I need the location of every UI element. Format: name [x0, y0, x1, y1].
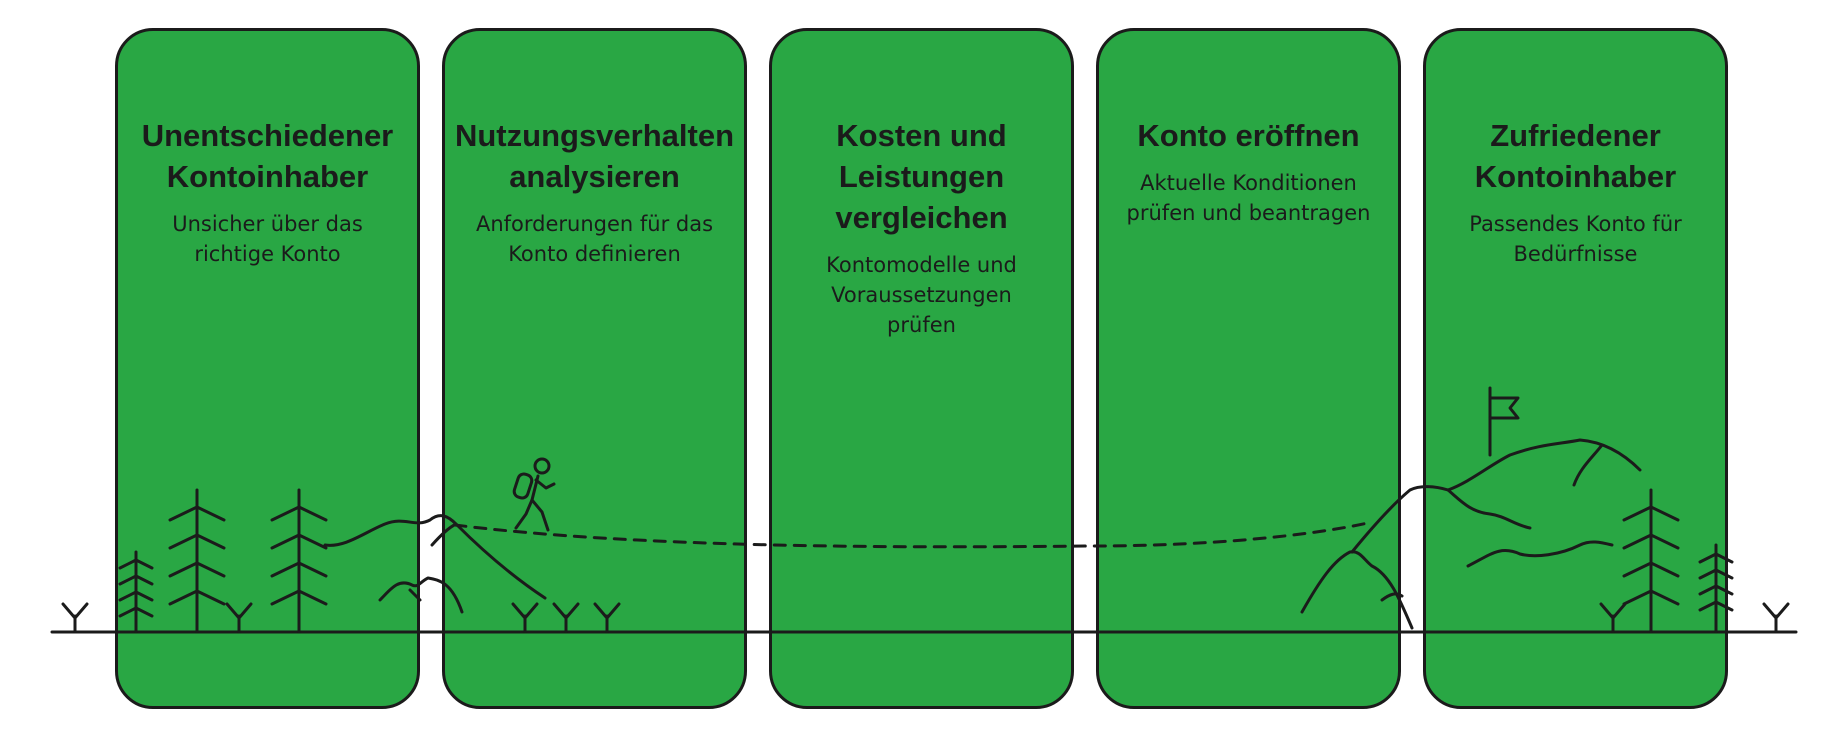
stage-card-5: Zufriedener Kontoinhaber Passendes Konto… — [1423, 28, 1728, 709]
stage-card-1: Unentschiedener Kontoinhaber Unsicher üb… — [115, 28, 420, 709]
stage-1-title: Unentschiedener Kontoinhaber — [141, 118, 394, 194]
stage-5-description: Passendes Konto für Bedürfnisse — [1469, 212, 1682, 266]
stage-3-title: Kosten und Leistungen vergleichen — [835, 118, 1008, 235]
stage-2-text: Nutzungsverhalten analysieren Anforderun… — [445, 115, 744, 269]
stage-1-text: Unentschiedener Kontoinhaber Unsicher üb… — [118, 115, 417, 269]
stage-1-description: Unsicher über das richtige Konto — [172, 212, 363, 266]
stage-4-title: Konto eröffnen — [1137, 118, 1360, 153]
stage-card-4: Konto eröffnen Aktuelle Konditionen prüf… — [1096, 28, 1401, 709]
stage-4-text: Konto eröffnen Aktuelle Konditionen prüf… — [1099, 115, 1398, 228]
stage-2-title: Nutzungsverhalten analysieren — [454, 118, 735, 194]
stage-4-description: Aktuelle Konditionen prüfen und beantrag… — [1126, 171, 1371, 225]
stage-5-title: Zufriedener Kontoinhaber — [1474, 118, 1677, 194]
stage-card-2: Nutzungsverhalten analysieren Anforderun… — [442, 28, 747, 709]
stage-card-3: Kosten und Leistungen vergleichen Kontom… — [769, 28, 1074, 709]
stage-5-text: Zufriedener Kontoinhaber Passendes Konto… — [1426, 115, 1725, 269]
stage-2-description: Anforderungen für das Konto definieren — [475, 212, 714, 266]
stage-3-text: Kosten und Leistungen vergleichen Kontom… — [772, 115, 1071, 340]
stage-3-description: Kontomodelle und Voraussetzungen prüfen — [826, 253, 1017, 337]
